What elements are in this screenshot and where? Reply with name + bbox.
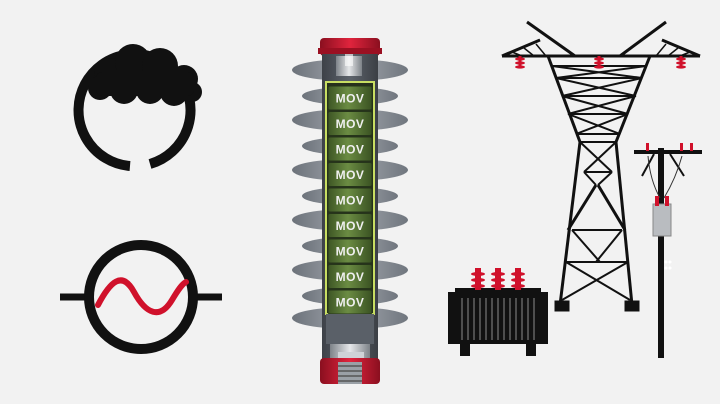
tower-insulators (515, 56, 686, 69)
ac-source-icon (60, 240, 222, 354)
mov-disc (327, 187, 373, 213)
mov-disc-label: MOV (336, 168, 365, 182)
mov-disc (327, 162, 373, 187)
pole-transformer (652, 196, 672, 237)
mov-disc-label: MOV (336, 117, 365, 131)
utility-pole (634, 143, 702, 358)
lightning-cloud-icon (73, 44, 202, 171)
mov-disc (327, 264, 373, 289)
transmission-tower (501, 20, 701, 312)
mov-disc-label: MOV (336, 296, 365, 310)
mov-disc (327, 238, 373, 264)
mov-disc-stack: MOV MOV MOV MOV MOV MOV MOV MOV MOV (327, 85, 373, 315)
mov-disc-label: MOV (336, 194, 365, 208)
mov-disc-label: MOV (336, 143, 365, 157)
mov-disc-label: MOV (336, 92, 365, 106)
mov-disc (327, 136, 373, 162)
mov-disc-label: MOV (336, 219, 365, 233)
mov-disc-label: MOV (336, 270, 365, 284)
mov-disc-label: MOV (336, 245, 365, 259)
transformer-bushings (471, 268, 525, 290)
mov-disc (327, 111, 373, 136)
mov-disc (327, 213, 373, 238)
transformer (448, 268, 548, 356)
sine-wave-icon (95, 277, 189, 316)
surge-arrester: MOV MOV MOV MOV MOV MOV MOV MOV MOV (292, 38, 408, 384)
mov-disc (327, 85, 373, 111)
